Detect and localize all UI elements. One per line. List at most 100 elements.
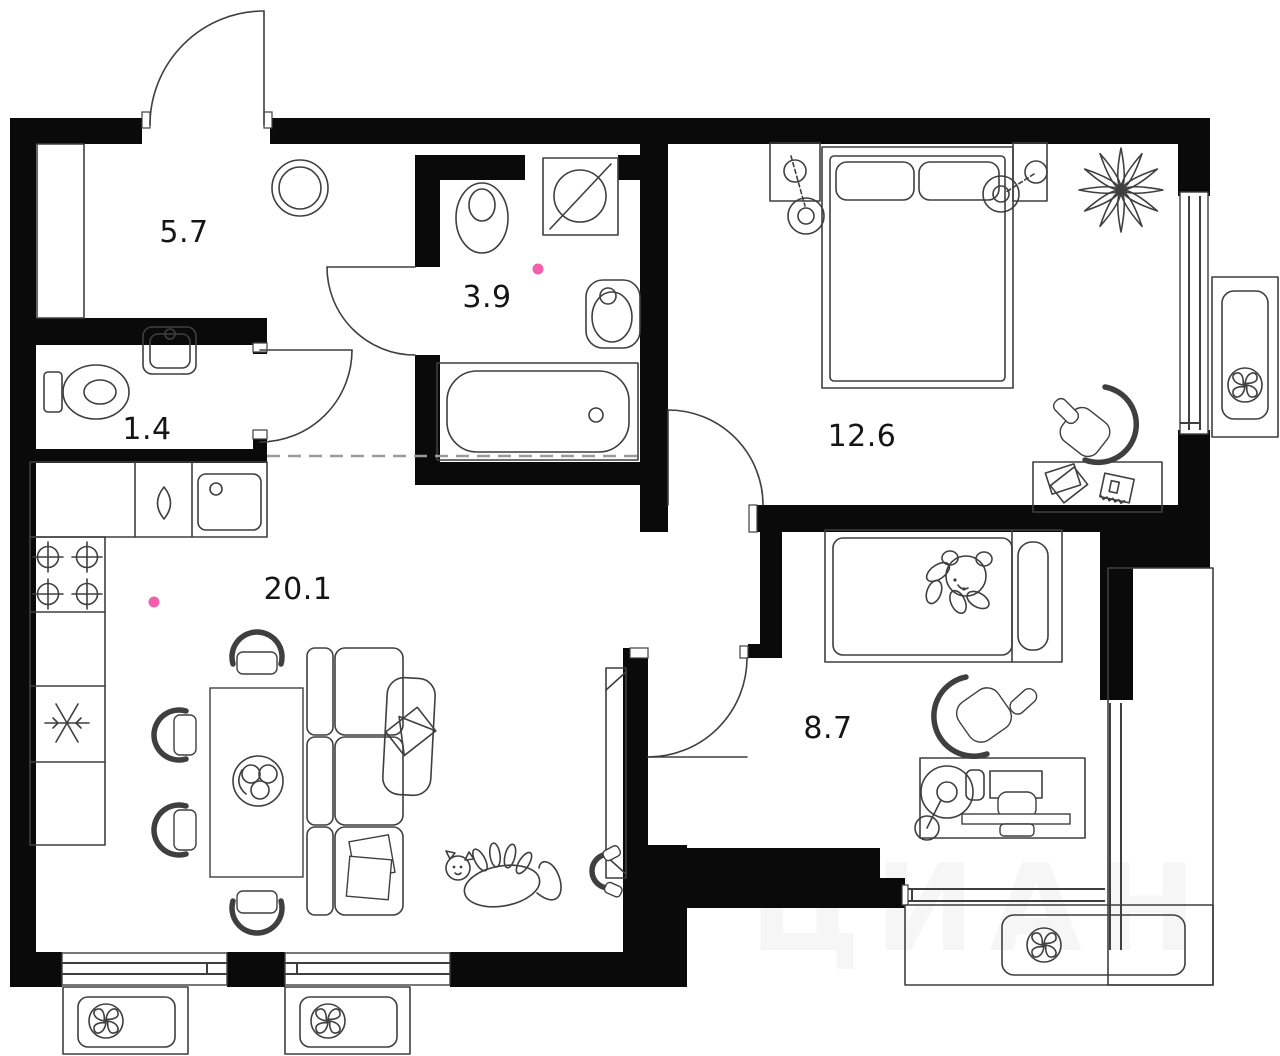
wall-corridor-foot xyxy=(748,644,782,658)
wall-right-upper xyxy=(1178,118,1210,196)
walls xyxy=(10,118,1210,987)
stove-burner-icon xyxy=(32,541,103,610)
doors xyxy=(141,10,764,758)
ac-fan-icon xyxy=(1227,367,1263,403)
ac-unit-icon xyxy=(1001,914,1186,976)
wall-bath-bottom xyxy=(415,462,668,485)
nightstand-right-icon xyxy=(1012,142,1048,202)
room-living-kitchen xyxy=(29,461,627,933)
room-hallway xyxy=(36,143,329,319)
desk-shelf-icon xyxy=(961,813,1071,825)
cat-icon xyxy=(445,842,562,908)
wall-bath-top-b xyxy=(618,155,640,180)
pillow-icon xyxy=(345,855,393,901)
room-label-hallway: 5.7 xyxy=(159,215,208,250)
wall-bath-left-upper xyxy=(415,155,440,267)
plant-icon xyxy=(1078,147,1164,233)
ac-fan-icon xyxy=(310,1003,346,1039)
kitchen-counter-column xyxy=(29,536,106,846)
ac-unit-icon xyxy=(77,996,176,1048)
kitchen-sink-icon xyxy=(197,473,262,531)
ac-unit-icon xyxy=(1221,290,1269,420)
desk-lamp-icon xyxy=(914,765,974,841)
room-label-wc: 1.4 xyxy=(122,412,171,447)
balcony-living-2 xyxy=(284,986,411,1055)
dining-table-icon xyxy=(209,687,304,878)
pillow-icon xyxy=(835,161,915,201)
wall-right-jog xyxy=(1100,532,1210,568)
wall-bottom-b xyxy=(227,952,285,987)
bathroom-door-arc-icon xyxy=(326,266,416,356)
wall-wc-bottom xyxy=(28,449,267,463)
terrace-wrap xyxy=(904,567,1214,986)
headphones-icon xyxy=(589,845,623,898)
wall-bath-left-lower xyxy=(415,355,440,462)
wall-bottom-a xyxy=(10,952,62,987)
marker-dot-living xyxy=(148,596,160,608)
room-wc xyxy=(43,326,197,420)
room-label-bathroom: 3.9 xyxy=(462,280,511,315)
wall-kidsroom-bottom xyxy=(687,848,880,908)
wall-top-left xyxy=(10,118,142,144)
window-bedroom-icon xyxy=(1179,191,1209,435)
ac-unit-icon xyxy=(299,996,398,1048)
kitchen-counter-top xyxy=(29,461,268,538)
room-label-living: 20.1 xyxy=(264,572,333,607)
bath-toilet-icon xyxy=(455,182,509,254)
washing-machine-icon xyxy=(542,157,619,236)
wall-kidsroom-step xyxy=(880,878,905,908)
desk-chair-icon xyxy=(1052,384,1139,466)
window-living-1-icon xyxy=(61,952,228,986)
drawer-icon xyxy=(999,823,1035,837)
ac-fan-icon xyxy=(88,1003,124,1039)
entrance-door-arc-icon xyxy=(141,10,273,129)
wc-toilet-icon xyxy=(43,364,130,420)
paper-icon xyxy=(1044,463,1082,495)
wall-corridor-right xyxy=(760,532,782,644)
room-label-bedroom: 12.6 xyxy=(828,419,897,454)
wc-door-arc-icon xyxy=(252,342,353,443)
wall-living-right xyxy=(623,648,648,848)
windows xyxy=(61,191,1209,986)
kitchen-tap-icon xyxy=(156,486,172,520)
bathtub-icon xyxy=(436,362,639,461)
balconies xyxy=(62,276,1279,1055)
bolster-icon xyxy=(1017,541,1049,651)
room-label-kids: 8.7 xyxy=(803,711,852,746)
wall-top xyxy=(270,118,1185,144)
kids-chair-icon xyxy=(931,674,1038,759)
window-living-2-icon xyxy=(284,952,451,986)
window-terrace-side-icon xyxy=(1109,703,1122,950)
kids-bed-icon xyxy=(824,529,1063,663)
wall-corner-column xyxy=(623,845,687,987)
double-bed-icon xyxy=(821,146,1014,389)
stool-icon xyxy=(271,159,329,217)
balcony-bedroom xyxy=(1211,276,1279,438)
armchair-book-icon xyxy=(382,676,437,797)
room-bedroom xyxy=(769,142,1164,513)
tablet-icon xyxy=(965,769,985,801)
pillow-icon xyxy=(918,161,1000,201)
night-lamp-icon xyxy=(783,155,825,235)
room-bathroom xyxy=(436,157,641,461)
wall-right-mid xyxy=(1178,430,1210,513)
desk-icon xyxy=(1032,461,1163,513)
bath-sink-icon xyxy=(585,279,641,349)
teddy-bear-icon xyxy=(925,550,993,615)
wall-bedroom-bottom xyxy=(757,505,1210,532)
wardrobe-icon xyxy=(36,143,85,319)
window-kids-room-icon xyxy=(901,884,1105,906)
sofa-icon xyxy=(306,647,404,916)
room-kids xyxy=(824,529,1086,841)
marker-dot-bathroom xyxy=(532,263,544,275)
balcony-living-1 xyxy=(62,986,189,1055)
night-lamp-icon xyxy=(982,160,1048,213)
bedroom-door-arc-icon xyxy=(667,409,764,533)
kids-room-door-arc-icon xyxy=(629,645,749,758)
fridge-snowflake-icon xyxy=(44,703,90,743)
kids-desk-icon xyxy=(914,757,1086,841)
wall-left xyxy=(10,118,36,987)
wall-right-lower xyxy=(1100,568,1133,700)
paper-icon xyxy=(1049,466,1089,504)
